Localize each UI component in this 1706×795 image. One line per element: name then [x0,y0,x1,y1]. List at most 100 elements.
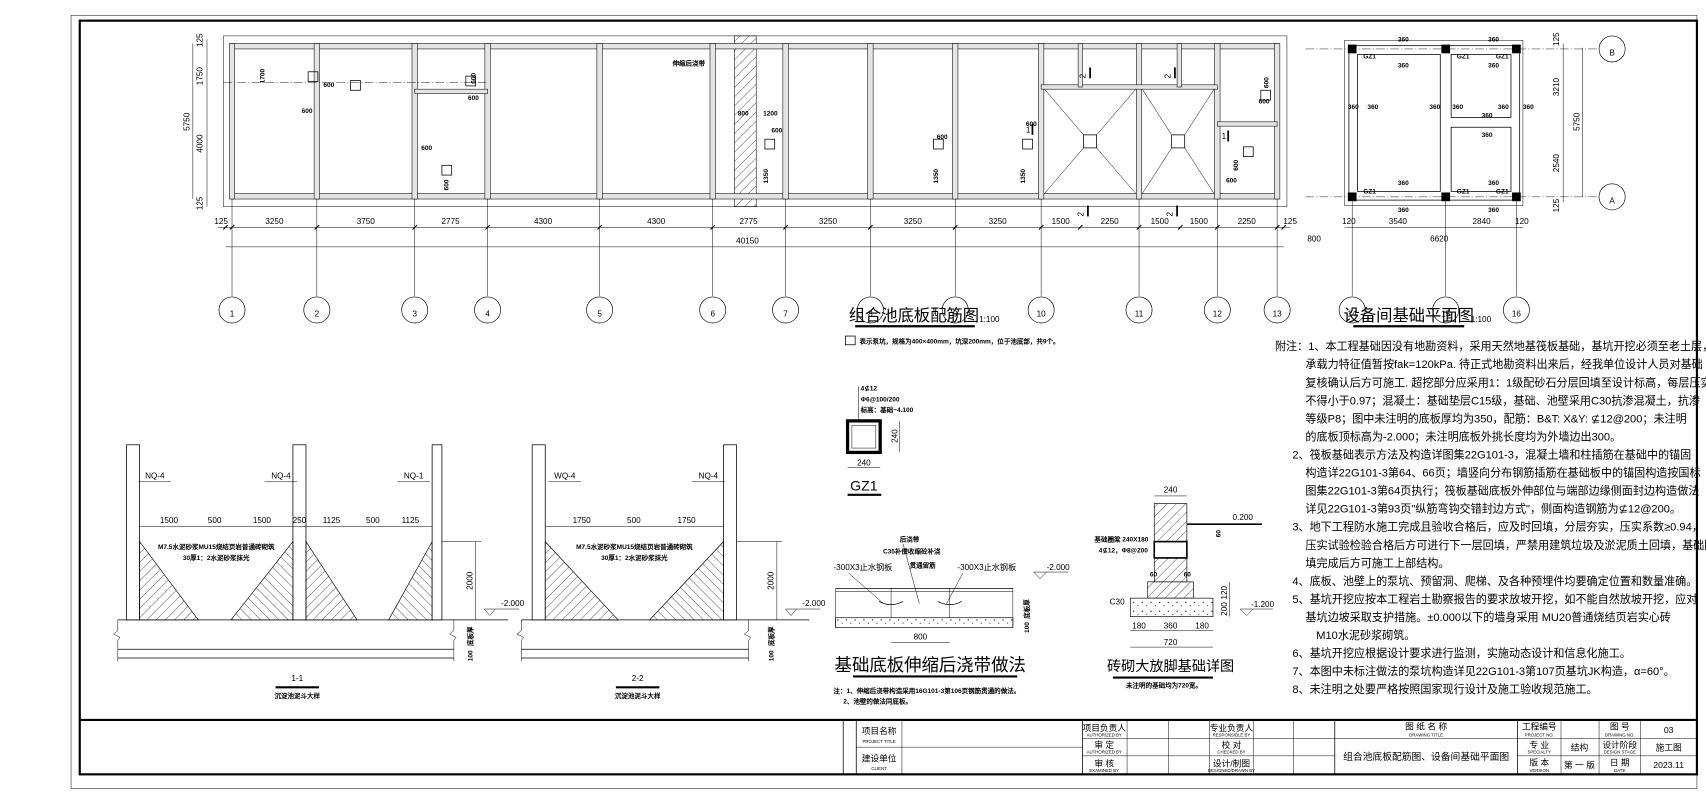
tb-specialty-en: SPECIALTY [1527,750,1551,755]
section-dim: 1125 [323,516,341,525]
axis-bubble-B [1598,35,1626,63]
pour-strip-note-1: 注：1、伸缩后浇带构造采用16G101-3第106页钢筋贯通的做法。 [833,686,1020,695]
dim-tick [229,224,235,230]
section-dim: 1500 [253,516,272,525]
hopper-outlet [1171,134,1186,149]
plan-dim-label: 600 [323,82,334,89]
note-line-14: 4、底板、池壁上的泵坑、预留洞、爬梯、及各种预埋件均要确定位置和数量准确。 [1292,574,1697,588]
plan-legend-text: 表示泵坑，规格为400×400mm，坑深200mm，位于池底部，共9个。 [860,337,1060,346]
plan-dim-row1: 2775 [442,217,461,226]
axis-label-12: 12 [1213,309,1223,318]
tb-project-no-en: PROJECT NO. [1525,732,1554,737]
axis-bubble-4 [474,296,501,324]
gz1-rebar: 4⊈12 [861,385,878,392]
note-line-9: 图集22G101-3第64页执行；筏板基础底板外伸部位与端部边缘侧面封边构造做法 [1305,484,1699,498]
axis-bubble-6 [699,296,727,324]
plan-dim-row1: 2250 [1101,217,1120,226]
pour-strip-title: 基础底板伸缩后浇带做法 [835,655,1026,675]
hopper-lines [1044,89,1136,194]
axis-label-5: 5 [597,309,602,318]
section-mark: 2 [1164,73,1173,78]
equipment-slab-outline [1344,39,1524,206]
wall-axis-11 [1136,43,1143,200]
note-line-8: 构造详22G101-3第64、66页；墙竖向分布钢筋插筋在基础板中的锚固构造按国… [1305,466,1700,480]
equipment-right-dim: 125 [1552,198,1561,212]
tb-authorized-label: 项目负责人 [1083,722,1127,733]
gz1-column-label: GZ1 [1457,54,1470,61]
brick-top-elevation: 0.200 [1233,513,1254,522]
plan-dim-label: 1200 [763,110,778,117]
footing-dim-right: 180 [1195,622,1209,631]
wall-bottom [230,193,1279,200]
section-subtitle: 沉淀池泥斗大样 [615,691,661,700]
tb-drawing-title-label: 图 纸 名 称 [1405,721,1447,732]
gz1-column-detail: 4⊈12 Φ6@100/200 标高：基础~4.100 240 240 GZ1 [845,385,914,496]
gz1-column-label: GZ1 [1363,54,1376,61]
tb-version-label: 版 本 [1529,757,1549,768]
pour-strip-label: 后浇带 [900,535,920,544]
tb-version-en: VERSION [1529,768,1549,773]
plan-dim-row1: 2250 [1238,217,1257,226]
tb-approved-en: AUTHORIZED BY [1087,750,1122,755]
note-line-11: 3、地下工程防水施工完成且验收合格后，应及时回填，分层夯实，压实系数≥0.94， [1292,520,1702,534]
dim-tick [314,224,320,230]
note-line-12: 压实试验检验合格后方可进行下一层回填，严禁用建筑垃圾及淤泥质土回填，基础回 [1305,538,1706,552]
dim-tick [1177,224,1183,230]
pour-strip-note-2: 2、池壁的做法同底板。 [843,697,912,706]
concrete-footing [1129,597,1214,617]
plan-dim-label: 1350 [1020,169,1027,184]
axis-bubble-11 [1125,296,1153,324]
elevation-marker [483,608,520,616]
equipment-dim: 120 [1342,217,1356,226]
equipment-wall-dim: 360 [1488,207,1499,214]
tb-specialty-lead-en: RESPONSIBLE BY [1213,732,1251,737]
axis-bubble-5 [586,296,613,324]
section-dim: 500 [366,516,380,525]
hopper-fill [648,540,724,621]
wall-label: WQ-4 [554,472,576,481]
note-line-20: 8、未注明之处要严格按照国家现行设计及施工验收规范施工。 [1292,682,1597,696]
section-elevation: -2.000 [802,599,826,608]
axis-label-13: 13 [1273,309,1283,318]
plan-dim-label: 600 [468,95,479,102]
dim-tick [597,224,603,230]
plan-dim-label: 1350 [763,169,770,184]
tb-date-en: DATE [1614,768,1625,773]
hopper-lines [1142,89,1215,194]
gz1-width-dim: 240 [857,458,871,467]
plan-dim-label: 600 [1233,159,1240,170]
tb-specialty-lead-label: 专业负责人 [1210,722,1254,733]
note-line-4: 不得小于0.97；混凝土：基础垫层C15级，基础、池壁采用C30抗渗混凝土，抗渗 [1305,393,1700,407]
pool-wall [292,444,307,621]
axis-bubble-2 [303,296,331,324]
title-block: 项目名称 PROJECT TITLE 建设单位 CLIENT 项目负责人 AUT… [842,719,1698,775]
pump-pit-icon [465,75,477,87]
wall-sub [1176,43,1182,88]
axis-label-A: A [1609,196,1615,205]
dim-tick [783,224,789,230]
hopper-outlet [1083,134,1097,149]
gz1-column [1441,44,1451,54]
footing-dim-mid: 360 [1164,622,1178,631]
wall-axis-12 [1214,43,1221,200]
tb-drawing-no-en: DRAWING NO. [1605,732,1635,737]
tb-stage-en: DESIGN STAGE [1604,750,1636,755]
pump-pit-icon [441,164,453,176]
hopper-fill [388,540,433,621]
pump-pit-icon [933,138,944,150]
plan-left-dim: 4000 [196,134,205,153]
dim-tick [1038,224,1044,230]
tb-examined-en: EXAMINED BY [1089,768,1119,773]
tb-drawing-no-label: 图 号 [1610,722,1630,732]
section-elevation: -2.000 [501,599,525,608]
equipment-wall-dim: 360 [1482,132,1493,139]
gz1-column-label: GZ1 [1457,189,1470,196]
axis-bubble-16 [1503,296,1530,324]
pump-pit-icon [350,80,361,91]
wall-axis-13 [1274,43,1281,200]
equipment-right-dim: 3210 [1552,77,1561,96]
brick-footing-subtitle: 未注明的基础均为720宽。 [1126,680,1202,689]
dim-tick [710,224,716,230]
